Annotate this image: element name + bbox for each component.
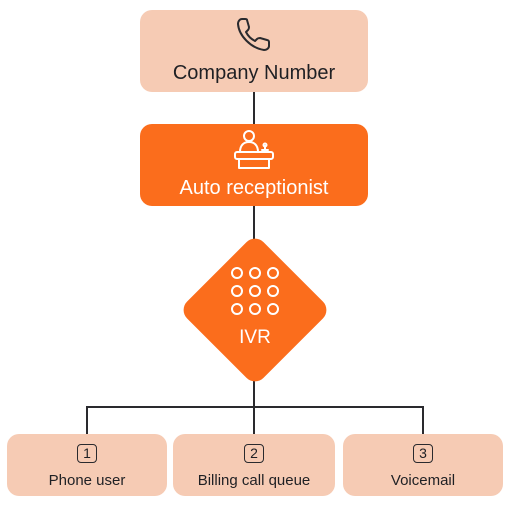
leaf-voicemail-label: Voicemail <box>390 472 456 489</box>
leaf-billing-call-queue-label: Billing call queue <box>197 472 311 489</box>
auto-receptionist-node: Auto receptionist <box>140 124 368 206</box>
auto-receptionist-label: Auto receptionist <box>179 177 329 199</box>
option-number-badge: 2 <box>244 444 264 463</box>
company-number-node: Company Number <box>140 10 368 92</box>
leaf-phone-user-label: Phone user <box>48 472 126 489</box>
receptionist-desk-icon <box>234 130 274 169</box>
option-number-badge: 3 <box>413 444 433 463</box>
leaf-voicemail: 3 Voicemail <box>343 434 503 496</box>
option-number-badge: 1 <box>77 444 97 463</box>
ivr-node-content: IVR <box>203 265 307 365</box>
phone-icon <box>237 18 270 51</box>
leaf-billing-call-queue: 2 Billing call queue <box>173 434 335 496</box>
leaf-phone-user: 1 Phone user <box>7 434 167 496</box>
company-number-label: Company Number <box>172 62 336 84</box>
keypad-icon <box>231 267 279 315</box>
ivr-label: IVR <box>239 327 271 348</box>
